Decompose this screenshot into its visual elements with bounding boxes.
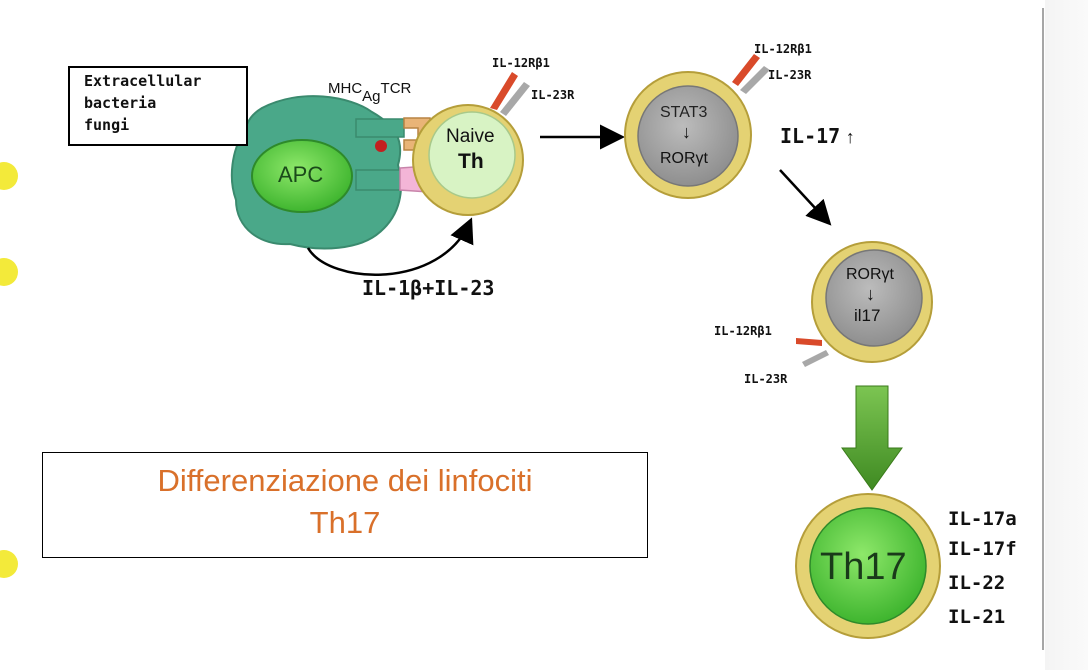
il12rb1-receptor — [490, 72, 518, 110]
bullet-dot — [0, 258, 18, 286]
apc-nucleus — [251, 139, 353, 213]
stat3-arrow: ↓ — [682, 122, 691, 142]
ror-il12rb1-receptor — [796, 338, 822, 346]
antigen-dot — [375, 140, 387, 152]
stat3-cell-body — [637, 85, 739, 187]
th17-product: IL-21 — [948, 606, 1006, 628]
ror-arrow: ↓ — [866, 284, 875, 304]
il23r-receptor — [500, 82, 530, 116]
stat3-il23r-label: IL-23R — [768, 68, 812, 82]
stat3-label: STAT3 — [660, 104, 708, 121]
title-line2: Th17 — [309, 505, 381, 540]
source-box-line1: Extracellular — [84, 72, 202, 90]
stat3-il12rb1-receptor — [732, 54, 760, 86]
tcr-label: TCR — [380, 80, 412, 97]
il17-text: IL-17 — [780, 124, 841, 148]
ror-il17-label: il17 — [854, 306, 881, 325]
stat3-il23r-receptor — [740, 66, 770, 94]
ror-il23r-label: IL-23R — [744, 372, 788, 386]
slide-bullets — [0, 162, 18, 578]
source-box-line3: fungi — [84, 116, 130, 134]
naive-th-cell-body — [428, 111, 516, 199]
naive-label-line2: Th — [458, 150, 484, 173]
stat3-ror-label: RORγt — [660, 150, 708, 167]
il23r-label: IL-23R — [531, 88, 575, 102]
cytokine-loop-arrow — [306, 217, 474, 277]
th17-product: IL-17f — [948, 538, 1017, 560]
mhc-molecule — [355, 118, 405, 138]
green-down-arrow — [841, 385, 903, 491]
ror-il12rb1-label: IL-12Rβ1 — [714, 324, 772, 338]
apc-label: APC — [278, 162, 324, 187]
title-line1: Differenziazione dei linfociti — [157, 463, 533, 498]
bullet-dot — [0, 550, 18, 578]
ror-label: RORγt — [846, 266, 894, 283]
il17-up-label: IL-17 ↑ — [780, 124, 855, 149]
il17-up-arrow: ↑ — [845, 127, 855, 147]
bullet-dot — [0, 162, 18, 190]
arrow-stat3-to-ror — [779, 169, 832, 226]
title-box: Differenziazione dei linfociti Th17 — [42, 452, 648, 558]
ag-label: Ag — [362, 88, 381, 105]
ror-il23r-receptor — [802, 350, 829, 367]
ror-cell-body — [825, 249, 923, 347]
mhc-label: MHC — [328, 80, 363, 97]
naive-label-line1: Naive — [446, 126, 495, 147]
cytokine-loop-label: IL-1β+IL-23 — [362, 276, 495, 300]
source-box-line2: bacteria — [84, 94, 157, 112]
th17-product: IL-17a — [948, 508, 1017, 530]
th17-cell-body — [809, 507, 927, 625]
th17-label: Th17 — [820, 546, 907, 588]
il12rb1-label: IL-12Rβ1 — [492, 56, 550, 70]
stat3-il12rb1-label: IL-12Rβ1 — [754, 42, 812, 56]
mhc-ag-tcr-label: MHCAgTCR — [328, 80, 412, 105]
source-box: Extracellular bacteria fungi — [68, 66, 248, 146]
costim-molecule — [355, 169, 401, 191]
th17-product: IL-22 — [948, 572, 1006, 594]
